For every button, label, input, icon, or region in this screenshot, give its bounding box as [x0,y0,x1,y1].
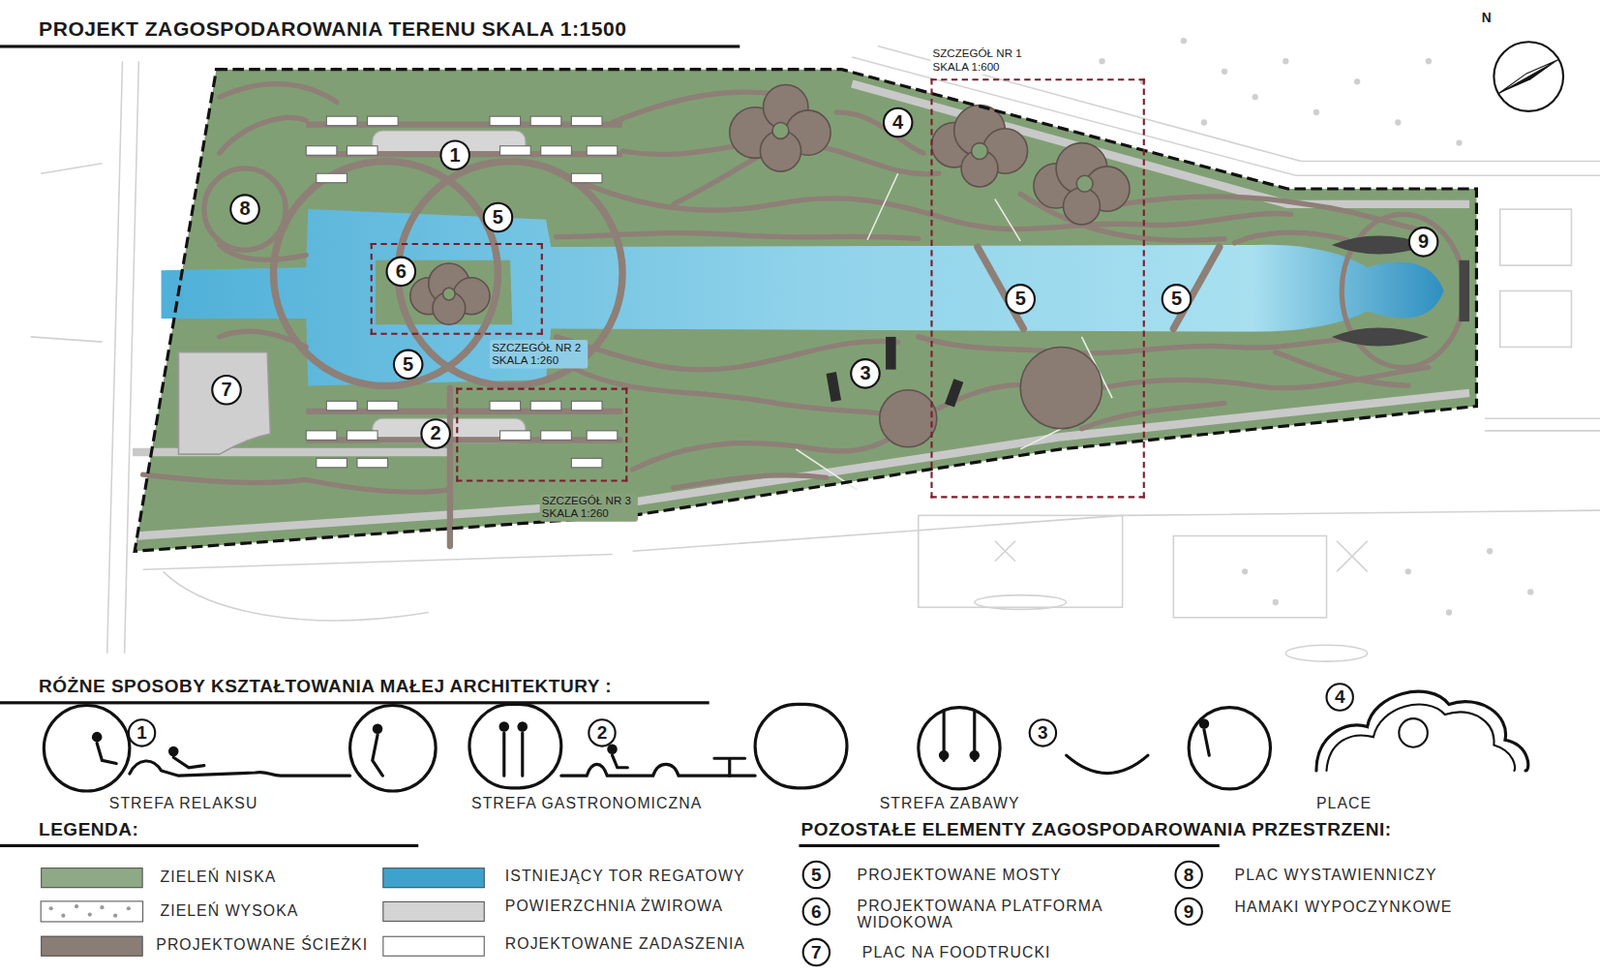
callout-number: 8 [229,193,261,225]
callout-number: 3 [849,358,881,390]
callout-number: 1 [439,139,471,171]
detail-frame: SZCZEGÓŁ NR 1 SKALA 1:600 [930,78,1145,498]
callout-number: 5 [483,202,514,234]
callout-number: 6 [385,256,417,288]
label-text: HAMAKI WYPOCZYNKOWE [1235,899,1453,916]
detail-frame: SZCZEGÓŁ NR 3 SKALA 1:260 [455,388,628,483]
section-heading: LEGENDA: [38,819,139,842]
label-text: STREFA RELAKSU [109,794,259,812]
legend-text: ZIELEŃ NISKA [160,868,277,885]
callout-number: 2 [420,418,452,450]
label-text: STREFA ZABAWY [879,794,1021,812]
callout-number: 7 [802,937,832,967]
label-text: PLAC NA FOODTRUCKI [862,943,1052,961]
detail-label: SZCZEGÓŁ NR 2 SKALA 1:260 [489,339,588,369]
callout-number: 9 [1174,897,1204,927]
plan-title: PROJEKT ZAGOSPODAROWANIA TERENU SKALA 1:… [38,17,627,41]
legend-text: ZIELEŃ WYSOKA [160,902,300,919]
legend-swatch [40,867,143,888]
callout-number: 4 [1325,682,1355,712]
legend-text: ISTNIEJĄCY TOR REGATOWY [505,867,746,884]
callout-number: 8 [1174,860,1204,890]
callout-number: 1 [127,718,157,748]
legend-text: POWIERZCHNIA ŻWIROWA [505,898,724,915]
callout-number: 7 [211,374,242,406]
section-heading: RÓŻNE SPOSOBY KSZTAŁTOWANIA MAŁEJ ARCHIT… [38,675,612,697]
callout-number: 5 [392,349,424,381]
north-label: N [1481,10,1492,27]
label-text: PROJEKTOWANA PLATFORMA WIDOKOWA [857,898,1114,932]
legend-swatch [382,935,484,957]
callout-number: 4 [882,107,914,139]
callout-number: 3 [1028,718,1058,748]
callout-number: 2 [587,718,617,748]
detail-label: SZCZEGÓŁ NR 3 SKALA 1:260 [540,492,638,522]
legend-swatch [382,901,484,922]
callout-number: 5 [1161,283,1193,315]
label-text: STREFA GASTRONOMICZNA [471,794,702,812]
detail-label: SZCZEGÓŁ NR 1 SKALA 1:600 [930,45,1028,75]
legend-swatch [40,935,143,957]
callout-number: 6 [802,897,832,927]
legend-text: ROJEKTOWANE ZADASZENIA [505,935,746,953]
legend-text: PROJEKTOWANE ŚCIEŻKI [155,936,368,954]
label-text: PLAC WYSTAWIENNICZY [1235,866,1438,883]
callout-number: 9 [1408,226,1440,258]
label-text: PROJEKTOWANE MOSTY [857,866,1062,883]
callout-number: 5 [1004,283,1036,315]
label-text: PLACE [1316,794,1372,812]
legend-swatch [382,867,484,888]
section-heading: POZOSTAŁE ELEMENTY ZAGOSPODAROWANIA PRZE… [801,819,1392,842]
callout-number: 5 [802,860,832,890]
